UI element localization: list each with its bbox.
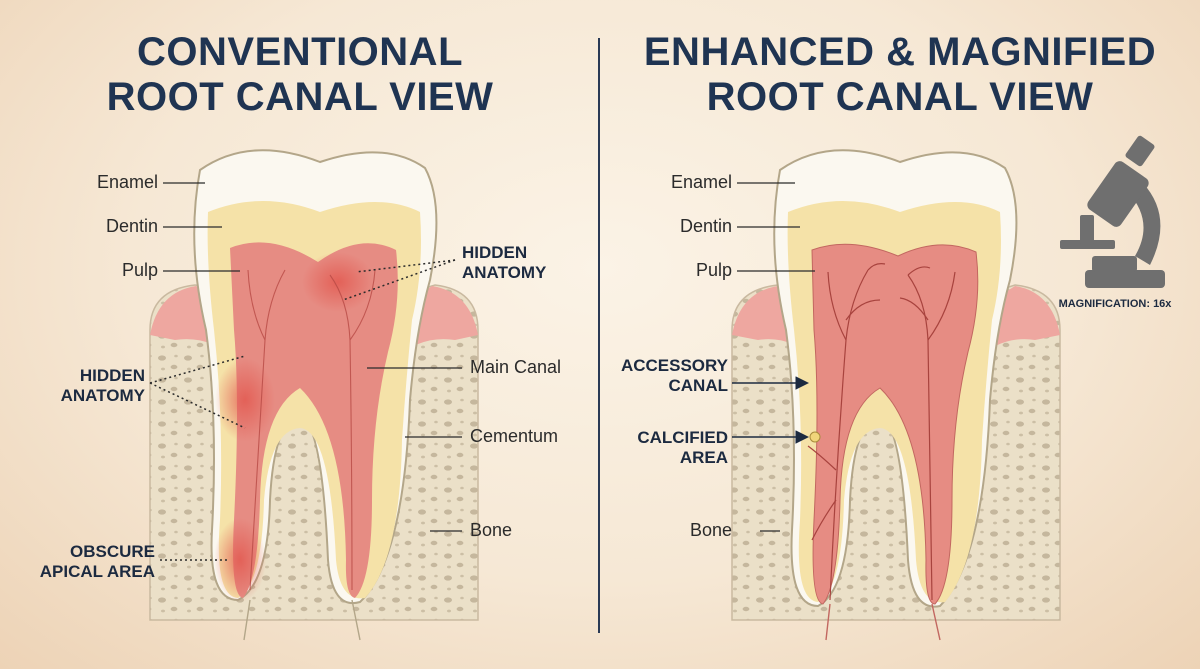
- right-title-line2: ROOT CANAL VIEW: [706, 75, 1094, 119]
- conventional-tooth-diagram: [149, 149, 479, 641]
- calcified-deposit: [809, 431, 821, 443]
- label-bone-left: Bone: [470, 520, 513, 540]
- label-main-canal: Main Canal: [470, 357, 562, 377]
- right-arrow-lines: [732, 376, 809, 444]
- label-obscure-apical: OBSCURE APICAL AREA: [39, 542, 155, 581]
- microscope-icon: [1060, 135, 1165, 288]
- magnification-label: MAGNIFICATION: 16x: [1058, 298, 1172, 310]
- right-title-line1: ENHANCED & MAGNIFIED: [643, 30, 1157, 74]
- label-bone-right: Bone: [689, 520, 732, 540]
- root-apex-lines: [243, 599, 361, 641]
- right-panel-title: ENHANCED & MAGNIFIED ROOT CANAL VIEW: [620, 30, 1180, 120]
- left-nerve-lines: [247, 269, 376, 591]
- label-cementum: Cementum: [470, 426, 559, 446]
- left-dotted-lines: [149, 259, 456, 561]
- label-accessory-canal: ACCESSORY CANAL: [620, 356, 728, 395]
- label-enamel-left: Enamel: [96, 172, 158, 192]
- label-hidden-anatomy-left: HIDDEN ANATOMY: [60, 366, 145, 405]
- hidden-spot-top: [302, 252, 374, 312]
- left-title-line1: CONVENTIONAL: [137, 30, 463, 74]
- left-panel-title: CONVENTIONAL ROOT CANAL VIEW: [20, 30, 580, 120]
- left-leader-lines: [163, 182, 462, 532]
- left-title-line2: ROOT CANAL VIEW: [106, 75, 494, 119]
- label-hidden-anatomy-top: HIDDEN ANATOMY: [462, 243, 547, 282]
- label-dentin-left: Dentin: [105, 216, 158, 236]
- enhanced-tooth-diagram: [731, 149, 1061, 641]
- panel-divider: [598, 38, 600, 633]
- label-dentin-right: Dentin: [679, 216, 732, 236]
- label-pulp-right: Pulp: [695, 260, 732, 280]
- label-enamel-right: Enamel: [670, 172, 732, 192]
- pulp-chamber-right: [811, 243, 979, 605]
- right-leader-lines: [737, 182, 815, 532]
- root-apex-lines-right: [825, 603, 941, 641]
- label-pulp-left: Pulp: [121, 260, 158, 280]
- right-nerve-network: [807, 263, 956, 601]
- label-calcified-area: CALCIFIED AREA: [637, 428, 728, 467]
